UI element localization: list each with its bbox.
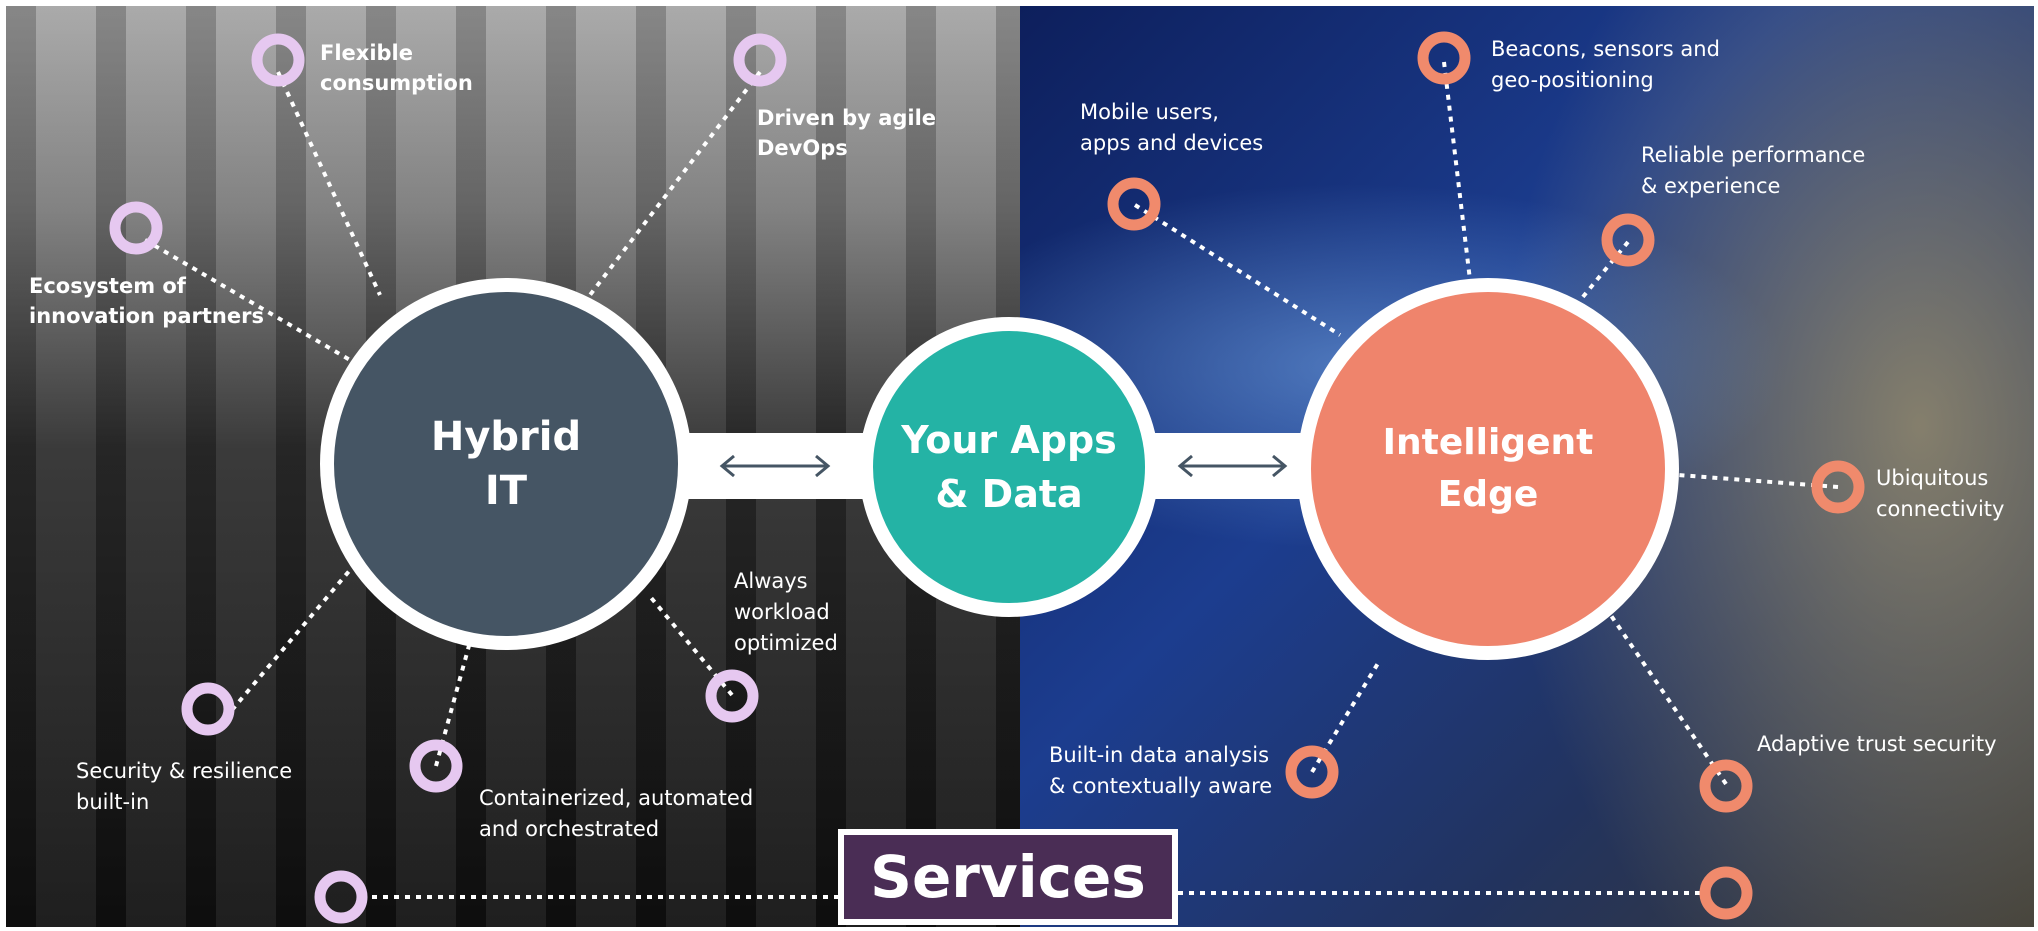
node-mobile-users (1107, 177, 1161, 231)
label-security-resilience: Security & resilience built-in (76, 759, 293, 814)
node-services-right (1699, 866, 1753, 920)
node-devops (733, 33, 787, 87)
node-adaptive-trust (1699, 759, 1753, 813)
node-flexible-consumption (251, 33, 305, 87)
node-services-left (314, 870, 368, 924)
hybrid-it-hub: Hybrid IT (320, 278, 692, 650)
label-containerized: Containerized, automated and orchestrate… (479, 786, 754, 841)
bidirectional-arrow-right (1177, 454, 1288, 478)
node-beacons (1417, 31, 1471, 85)
services-box: Services (838, 829, 1178, 925)
label-reliable-performance: Reliable performance & experience (1641, 143, 1866, 198)
label-devops: Driven by agile DevOps (757, 106, 937, 160)
intelligent-edge-hub: Intelligent Edge (1297, 278, 1679, 660)
node-ubiquitous-connectivity (1811, 460, 1865, 514)
label-flexible-consumption: Flexible consumption (320, 41, 473, 95)
label-data-analysis: Built-in data analysis & contextually aw… (1049, 743, 1273, 798)
dotted-connectors (143, 61, 1839, 899)
edge-nodes (1107, 31, 1865, 920)
label-ecosystem: Ecosystem of innovation partners (29, 274, 264, 328)
node-ecosystem (109, 201, 163, 255)
label-beacons: Beacons, sensors and geo-positioning (1491, 37, 1720, 92)
node-data-analysis (1285, 745, 1339, 799)
label-mobile-users: Mobile users, apps and devices (1080, 100, 1264, 155)
node-reliable-performance (1601, 213, 1655, 267)
label-ubiquitous-connectivity: Ubiquitous connectivity (1876, 466, 2005, 521)
apps-data-hub: Your Apps & Data (859, 317, 1159, 617)
node-security (181, 682, 235, 736)
label-always-optimized: Always workload optimized (734, 569, 838, 655)
node-always-optimized (705, 669, 759, 723)
node-containerized (409, 739, 463, 793)
hybrid-it-nodes (109, 33, 787, 924)
bidirectional-arrow-left (719, 454, 831, 478)
label-adaptive-trust: Adaptive trust security (1757, 732, 1997, 756)
